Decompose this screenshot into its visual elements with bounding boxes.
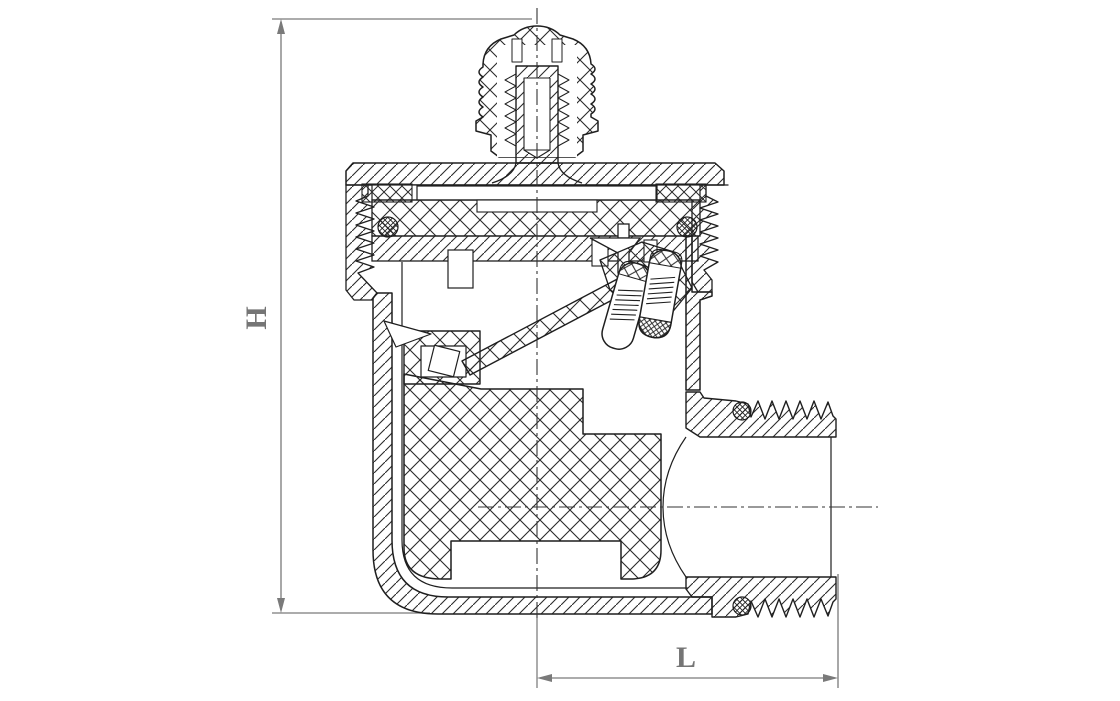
arrowhead-up [277, 19, 285, 34]
float-body [403, 373, 662, 580]
cap-vent-slot-right [551, 38, 563, 63]
seal-corner-right [655, 183, 707, 203]
stem-bore [523, 77, 551, 151]
o-ring-outlet-top [732, 401, 752, 421]
inner-cup [401, 262, 688, 589]
arrowhead-down [277, 598, 285, 613]
o-ring-outlet-bottom [732, 596, 752, 616]
dimension-length [536, 574, 839, 688]
spring-coil [609, 289, 643, 321]
spring-cartridge-right [638, 248, 683, 339]
o-ring-bonnet-right [676, 216, 698, 238]
stem-trumpet [491, 162, 583, 184]
outlet-threaded-connection [662, 391, 837, 618]
spring-cartridges [601, 248, 683, 350]
seal-corner-left [361, 183, 413, 203]
seat-pin-upper [617, 223, 630, 239]
centerlines [478, 8, 878, 620]
length-dimension-label: L [676, 641, 696, 674]
guide-tab-left [447, 249, 474, 289]
cap-vent-slot-left [511, 38, 523, 63]
o-ring-bonnet-left [377, 216, 399, 238]
dimension-height [272, 18, 532, 614]
outlet-top-wall [685, 391, 837, 438]
height-dimension-label: H [240, 306, 273, 329]
diaphragm-stack [361, 183, 707, 238]
cartridge-cap [638, 316, 672, 339]
lever-fork [383, 320, 432, 348]
spring-coil [646, 276, 676, 305]
arrowhead-right [823, 674, 838, 682]
vent-cap [475, 25, 599, 184]
arrowhead-left [537, 674, 552, 682]
lever-clamp-end [427, 344, 461, 378]
body-wall-right [685, 235, 713, 391]
bonnet [345, 162, 729, 301]
float [403, 330, 662, 580]
outlet-bottom-wall [685, 576, 837, 618]
